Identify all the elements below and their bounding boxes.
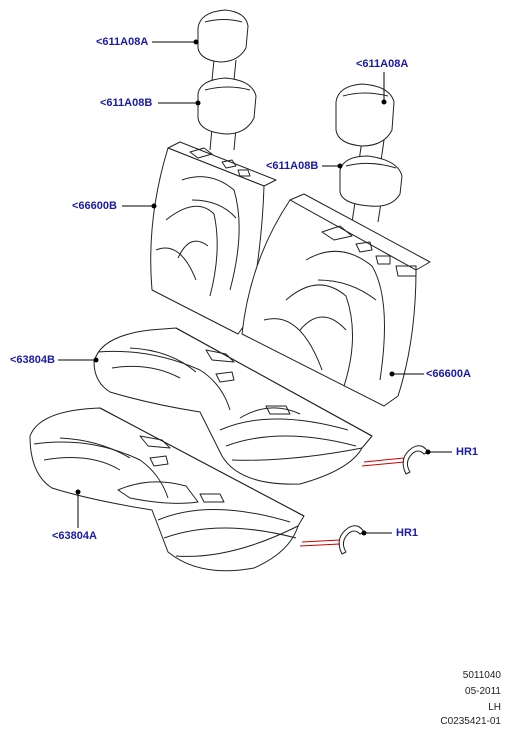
leader-dot xyxy=(151,203,157,209)
leader-dot xyxy=(195,100,201,106)
leader-dot xyxy=(337,163,343,169)
callout-66600a[interactable]: <66600A xyxy=(426,368,471,380)
clip-leader-line xyxy=(301,539,341,543)
seat-back-left xyxy=(150,141,277,335)
leader-dot xyxy=(389,371,395,377)
footer-ref-1: 5011040 xyxy=(462,670,501,681)
callout-611a08b-left[interactable]: <611A08B xyxy=(100,97,153,109)
leader-dot xyxy=(75,489,81,495)
footer-ref-4: C0235421-01 xyxy=(440,716,501,727)
leader-dot xyxy=(425,449,431,455)
headrest-upper-right xyxy=(335,83,395,169)
clip-leader-line xyxy=(361,461,405,467)
clip-leader-line xyxy=(299,543,341,547)
seat-cushion-upper xyxy=(93,327,373,485)
seat-back-right xyxy=(241,193,431,407)
leader-dot xyxy=(93,357,99,363)
callout-hr1-upper[interactable]: HR1 xyxy=(456,446,479,458)
clip-leader-line xyxy=(363,457,405,463)
headrest-lower-left xyxy=(197,77,257,151)
callout-611a08a-left[interactable]: <611A08A xyxy=(96,36,149,48)
callout-63804a[interactable]: <63804A xyxy=(52,530,97,542)
leader-dot xyxy=(361,530,367,536)
leader-dot xyxy=(381,99,387,105)
callout-63804b[interactable]: <63804B xyxy=(10,354,55,366)
headrest-lower-right xyxy=(339,155,403,223)
callout-66600b[interactable]: <66600B xyxy=(72,200,117,212)
hr1-clip-upper xyxy=(402,445,429,475)
headrest-upper-left xyxy=(197,9,249,81)
hr1-clip-lower xyxy=(338,525,365,555)
leader-dot xyxy=(193,39,199,45)
callout-hr1-lower[interactable]: HR1 xyxy=(396,527,419,539)
callout-611a08a-right[interactable]: <611A08A xyxy=(356,58,409,70)
callout-611a08b-right[interactable]: <611A08B xyxy=(266,160,319,172)
footer-ref-2: 05-2011 xyxy=(465,686,501,697)
footer-ref-3: LH xyxy=(488,702,501,713)
seat-cushion-lower xyxy=(29,407,305,572)
